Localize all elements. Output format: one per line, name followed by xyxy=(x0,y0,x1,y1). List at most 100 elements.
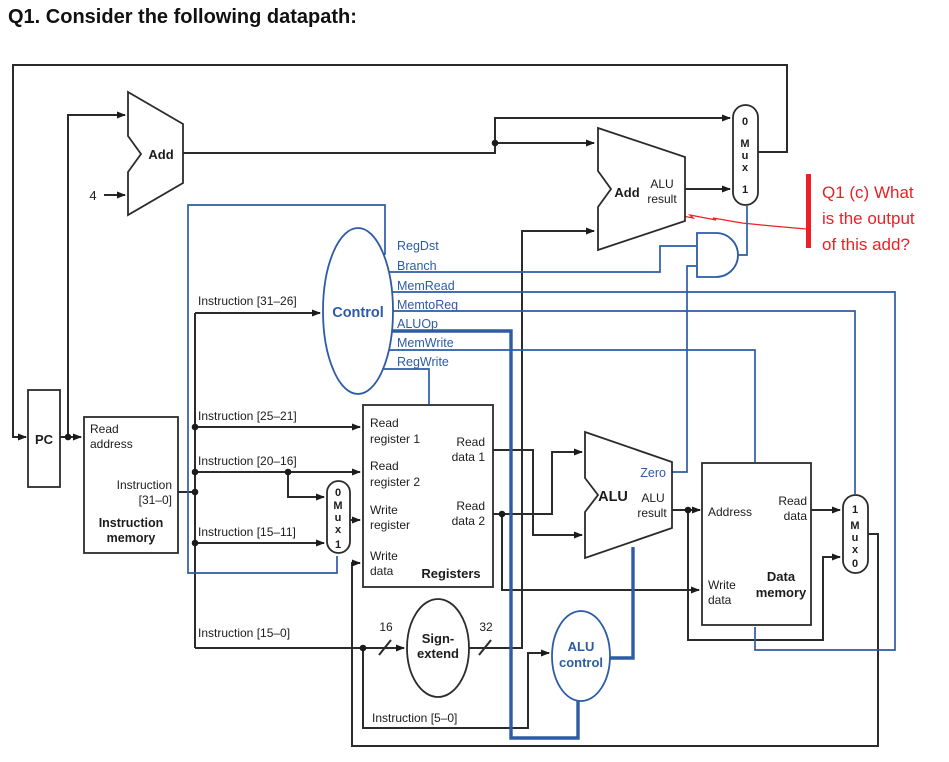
label: Sign- xyxy=(422,631,455,646)
label: Branch xyxy=(397,259,437,273)
label: Instruction xyxy=(117,478,172,492)
slash-16 xyxy=(378,639,392,656)
wire-regdst xyxy=(187,204,386,574)
label: is the output xyxy=(822,209,915,228)
label: x xyxy=(852,544,859,556)
label: Read xyxy=(370,416,399,430)
regdst-mux xyxy=(326,480,351,554)
label: Instruction [5–0] xyxy=(372,711,457,725)
label: Data xyxy=(767,569,796,584)
wire-add-out xyxy=(183,139,595,154)
label: x xyxy=(335,524,342,536)
wire-branch xyxy=(386,245,696,273)
label: Instruction [15–0] xyxy=(198,626,290,640)
label: control xyxy=(559,655,603,670)
label: register 2 xyxy=(370,475,420,489)
label: u xyxy=(852,532,859,544)
label: Instruction [25–21] xyxy=(198,409,297,423)
label: extend xyxy=(417,646,459,661)
sign-extend-oval xyxy=(406,598,470,698)
label: register 1 xyxy=(370,432,420,446)
label: ALU xyxy=(641,491,664,505)
label: Read xyxy=(456,435,485,449)
red-callout-line xyxy=(671,213,807,230)
wire-instr-20-16-to-mux xyxy=(287,472,325,501)
label: data 2 xyxy=(452,514,486,528)
wire-instr-5-0 xyxy=(362,648,550,729)
wire-regwrite xyxy=(379,368,430,404)
label: Instruction [20–16] xyxy=(198,454,297,468)
junction-dot xyxy=(684,506,692,514)
label: data xyxy=(370,564,394,578)
junction-dot xyxy=(191,423,199,431)
junction-dots-layer xyxy=(64,139,692,652)
branch-add-unit xyxy=(597,126,686,252)
label: Read xyxy=(370,459,399,473)
label: 1 xyxy=(852,504,858,516)
label: result xyxy=(637,506,667,520)
wire-pc-loop xyxy=(12,64,788,441)
label: data 1 xyxy=(452,450,486,464)
label: x xyxy=(742,162,749,174)
memtoreg-mux xyxy=(842,494,869,574)
label: memory xyxy=(107,531,156,545)
label: data xyxy=(708,593,732,607)
label: Write xyxy=(370,549,398,563)
label: Zero xyxy=(640,466,666,480)
junction-dot xyxy=(191,488,199,496)
label: M xyxy=(740,138,749,150)
wire-readdata1-to-alu xyxy=(493,449,583,539)
label: data xyxy=(784,509,808,523)
label: RegDst xyxy=(397,239,439,253)
label: Add xyxy=(148,147,173,162)
wire-aluresult-to-mux xyxy=(687,510,841,641)
label: RegWrite xyxy=(397,355,449,369)
junction-dot xyxy=(191,539,199,547)
label: [31–0] xyxy=(139,493,172,507)
junction-dot xyxy=(64,433,72,441)
label: Control xyxy=(332,305,384,321)
label: Read xyxy=(456,499,485,513)
label: M xyxy=(333,500,342,512)
label: 4 xyxy=(89,188,96,203)
label: PC xyxy=(35,432,54,447)
label: ALU xyxy=(598,489,628,505)
label: 1 xyxy=(742,184,748,196)
label: of this add? xyxy=(822,235,910,254)
main-alu-unit xyxy=(584,430,673,560)
label: Instruction [15–11] xyxy=(198,525,296,539)
label: Q1 (c) What xyxy=(822,183,914,202)
label: 32 xyxy=(479,620,493,634)
junction-dot xyxy=(191,468,199,476)
slash-32 xyxy=(478,639,492,656)
label: 0 xyxy=(852,558,858,570)
wire-readdata2-to-alu xyxy=(493,448,583,515)
wire-memread xyxy=(389,291,896,651)
junction-dot xyxy=(284,468,292,476)
pc-box xyxy=(27,389,61,488)
label: address xyxy=(90,437,133,451)
label: Address xyxy=(708,505,752,519)
control-oval xyxy=(322,227,394,395)
components-layer xyxy=(27,90,869,702)
question-title: Q1. Consider the following datapath: xyxy=(8,6,357,28)
label: Add xyxy=(614,185,639,200)
junction-dot xyxy=(359,644,367,652)
wire-zero-to-and xyxy=(672,265,696,473)
label: u xyxy=(742,150,749,162)
label: ALUOp xyxy=(397,317,438,331)
label: M xyxy=(850,520,859,532)
instruction-memory-box xyxy=(83,416,179,554)
label: MemWrite xyxy=(397,336,454,350)
and-gate xyxy=(696,232,739,278)
wire-memtoreg xyxy=(389,310,856,494)
label: 0 xyxy=(335,487,341,499)
label: 16 xyxy=(379,620,393,634)
label: memory xyxy=(756,585,807,600)
registers-box xyxy=(362,404,494,588)
junction-dot xyxy=(491,139,499,147)
wires-layer xyxy=(12,64,896,747)
label: result xyxy=(647,192,677,206)
label: Write xyxy=(370,503,398,517)
